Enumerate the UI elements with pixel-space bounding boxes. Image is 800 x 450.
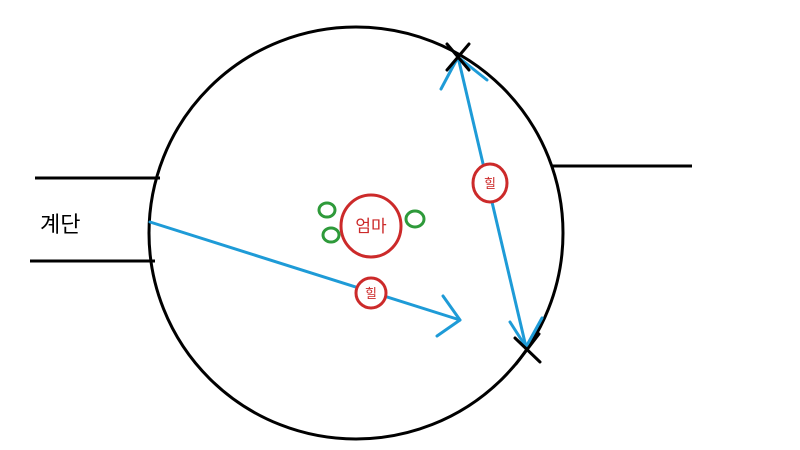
mom-circle (339, 193, 403, 259)
small-circle (404, 209, 426, 229)
small-circle (317, 201, 337, 219)
heel-trajectory-arrow (148, 220, 462, 322)
heel-circle (354, 276, 388, 310)
mom-label: 엄마 (355, 217, 387, 237)
room-circle (147, 25, 565, 441)
heel-circle (471, 162, 509, 204)
stairs-label: 계단 (40, 213, 80, 238)
x-mark-icon (445, 42, 471, 72)
x-mark-icon (513, 332, 542, 366)
heel-label-2: 힐 (484, 177, 496, 192)
arrow-head-icon (435, 294, 462, 338)
heel-label-1: 힐 (365, 287, 377, 302)
small-circle (321, 226, 341, 244)
